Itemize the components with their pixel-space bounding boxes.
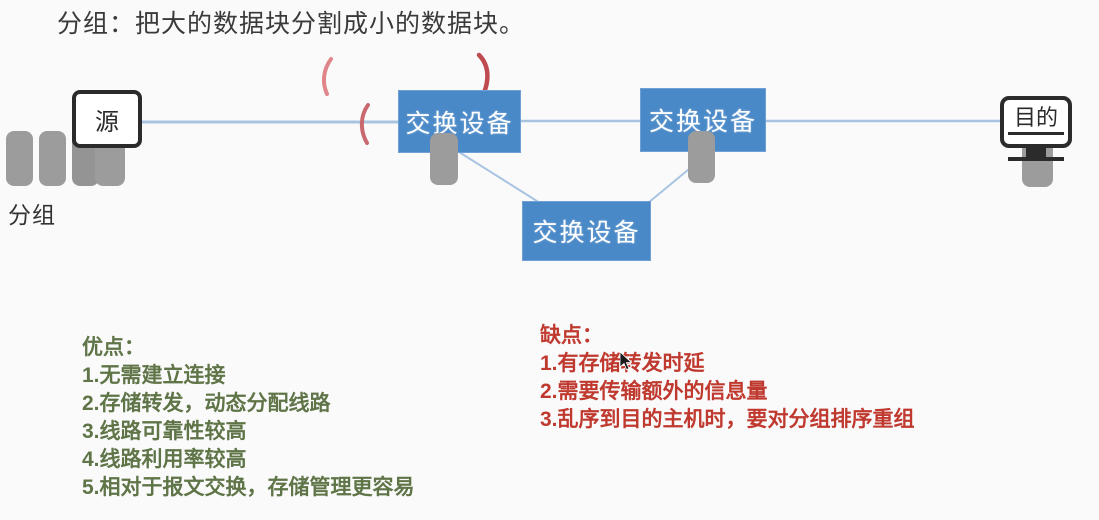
switch-node-1: 交换设备: [398, 90, 521, 153]
packet-chip: [6, 131, 33, 186]
pros-item-2: 2.存储转发，动态分配线路: [82, 392, 331, 415]
cons-heading: 缺点：: [540, 324, 603, 347]
dest-node: 目的: [1000, 96, 1072, 148]
cons-item-3: 3.乱序到目的主机时，要对分组排序重组: [540, 408, 915, 431]
annotation-stroke-top-left: [321, 57, 333, 96]
pros-heading: 优点：: [82, 336, 145, 359]
dest-node-stand: [1026, 148, 1046, 159]
cons-item-1: 1.有存储转发时延: [540, 352, 705, 375]
pros-item-1: 1.无需建立连接: [82, 364, 226, 387]
switch-node-1-label: 交换设备: [405, 110, 514, 138]
dest-node-base: [1008, 157, 1064, 161]
source-node-label: 源: [95, 109, 119, 136]
packet-chip: [39, 131, 66, 186]
cons-list: 缺点： 1.有存储转发时延 2.需要传输额外的信息量 3.乱序到目的主机时，要对…: [540, 322, 915, 434]
packet-chip: [688, 131, 715, 183]
source-node: 源: [72, 90, 142, 148]
pros-item-4: 4.线路利用率较高: [82, 448, 247, 471]
annotation-stroke-top-right: [476, 52, 490, 98]
dest-node-label: 目的: [1013, 105, 1058, 130]
dest-screen-divider: [1008, 132, 1064, 135]
cons-item-2: 2.需要传输额外的信息量: [540, 380, 768, 403]
annotation-stroke-mid-left: [359, 103, 370, 145]
pros-list: 优点： 1.无需建立连接 2.存储转发，动态分配线路 3.线路可靠性较高 4.线…: [82, 334, 415, 502]
packet-group-label: 分组: [8, 203, 56, 228]
packet-chip: [430, 133, 458, 185]
link-switch1-switch3: [458, 151, 541, 204]
page-title: 分组：把大的数据块分割成小的数据块。: [57, 11, 526, 38]
switch-node-3-label: 交换设备: [532, 220, 641, 247]
pros-item-3: 3.线路可靠性较高: [82, 420, 247, 443]
switch-node-3: 交换设备: [522, 201, 651, 261]
pros-item-5: 5.相对于报文交换，存储管理更容易: [82, 476, 415, 499]
